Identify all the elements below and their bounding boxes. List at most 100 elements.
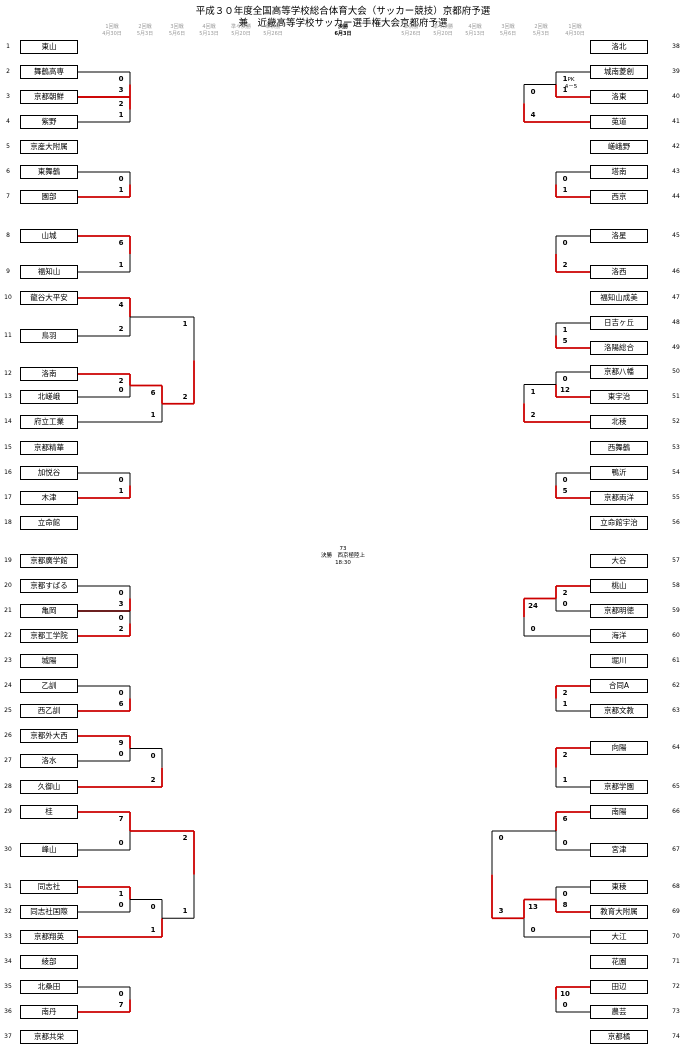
- team-number: 55: [672, 494, 680, 501]
- match-score: 7: [118, 815, 124, 823]
- team-box: 鴨沂: [590, 466, 648, 480]
- team-number: 5: [6, 143, 10, 150]
- team-box: 大江: [590, 930, 648, 944]
- team-number: 65: [672, 783, 680, 790]
- team-number: 6: [6, 168, 10, 175]
- match-score: 1: [150, 411, 156, 419]
- team-box: 紫野: [20, 115, 78, 129]
- team-number: 31: [4, 883, 12, 890]
- match-score: 2: [562, 261, 568, 269]
- team-box: 田辺: [590, 980, 648, 994]
- match-score: 1: [562, 700, 568, 708]
- team-box: 花園: [590, 955, 648, 969]
- match-score: 0: [562, 175, 568, 183]
- match-score: 0: [118, 589, 124, 597]
- team-number: 58: [672, 582, 680, 589]
- team-number: 71: [672, 958, 680, 965]
- match-score: 1: [182, 320, 188, 328]
- final-note: 73 決勝 西京極陸上 18:30: [320, 546, 365, 566]
- team-number: 30: [4, 846, 12, 853]
- team-number: 2: [6, 68, 10, 75]
- team-number: 29: [4, 808, 12, 815]
- team-box: 北嵯峨: [20, 390, 78, 404]
- team-box: 京都橘: [590, 1030, 648, 1044]
- team-box: 立命館: [20, 516, 78, 530]
- team-number: 1: [6, 43, 10, 50]
- match-score: 2: [118, 625, 124, 633]
- team-box: 城陽: [20, 654, 78, 668]
- team-box: 洛星: [590, 229, 648, 243]
- match-score: 2: [182, 834, 188, 842]
- team-number: 70: [672, 933, 680, 940]
- team-box: 山城: [20, 229, 78, 243]
- match-score: 0: [498, 834, 504, 842]
- team-box: 京産大附属: [20, 140, 78, 154]
- team-number: 63: [672, 707, 680, 714]
- match-score: 0: [150, 751, 156, 760]
- team-number: 16: [4, 469, 12, 476]
- title-block: 平成３０年度全国高等学校総合体育大会（サッカー競技）京都府予選 兼 近畿高等学校…: [0, 0, 686, 40]
- match-score: 0: [118, 614, 124, 622]
- match-score: 1: [530, 387, 536, 396]
- team-box: 同志社: [20, 880, 78, 894]
- match-score: 0: [118, 689, 124, 697]
- team-box: 合同A: [590, 679, 648, 693]
- team-box: 舞鶴高専: [20, 65, 78, 79]
- team-box: 日吉ヶ丘: [590, 316, 648, 330]
- team-box: 木津: [20, 491, 78, 505]
- team-number: 38: [672, 43, 680, 50]
- team-number: 35: [4, 983, 12, 990]
- team-box: 北桑田: [20, 980, 78, 994]
- match-score: 0: [530, 625, 536, 633]
- team-box: 京都工学院: [20, 629, 78, 643]
- team-number: 61: [672, 657, 680, 664]
- team-number: 4: [6, 118, 10, 125]
- team-number: 45: [672, 232, 680, 239]
- match-score: 2: [150, 776, 156, 784]
- match-score: 0: [150, 902, 156, 911]
- match-score: 0: [118, 750, 124, 758]
- team-box: 洛水: [20, 754, 78, 768]
- team-box: 東稜: [590, 880, 648, 894]
- team-box: 西舞鶴: [590, 441, 648, 455]
- team-box: 莵道: [590, 115, 648, 129]
- team-number: 8: [6, 232, 10, 239]
- team-number: 40: [672, 93, 680, 100]
- match-score: 2: [118, 100, 124, 108]
- match-score: 0: [530, 87, 536, 96]
- match-score: 1: [562, 776, 568, 784]
- match-score: 2: [562, 751, 568, 759]
- team-number: 3: [6, 93, 10, 100]
- match-score: 1: [118, 487, 124, 495]
- team-number: 50: [672, 368, 680, 375]
- team-number: 44: [672, 193, 680, 200]
- match-score: 3: [498, 907, 504, 916]
- team-box: 京都共栄: [20, 1030, 78, 1044]
- team-box: 洛西: [590, 265, 648, 279]
- team-box: 向陽: [590, 741, 648, 755]
- match-score: 0: [562, 600, 568, 608]
- team-box: 東山: [20, 40, 78, 54]
- team-box: 京都明徳: [590, 604, 648, 618]
- match-score: 0: [562, 375, 568, 383]
- match-score: 7: [118, 1001, 124, 1009]
- team-number: 68: [672, 883, 680, 890]
- pk-note: PK 4－5: [564, 77, 578, 90]
- match-score: 0: [118, 476, 124, 484]
- match-score: 6: [150, 388, 156, 397]
- team-number: 56: [672, 519, 680, 526]
- team-box: 桂: [20, 805, 78, 819]
- team-box: 南陽: [590, 805, 648, 819]
- team-number: 42: [672, 143, 680, 150]
- team-number: 52: [672, 418, 680, 425]
- team-number: 9: [6, 268, 10, 275]
- match-score: 0: [562, 890, 568, 898]
- team-number: 43: [672, 168, 680, 175]
- team-number: 62: [672, 682, 680, 689]
- team-number: 66: [672, 808, 680, 815]
